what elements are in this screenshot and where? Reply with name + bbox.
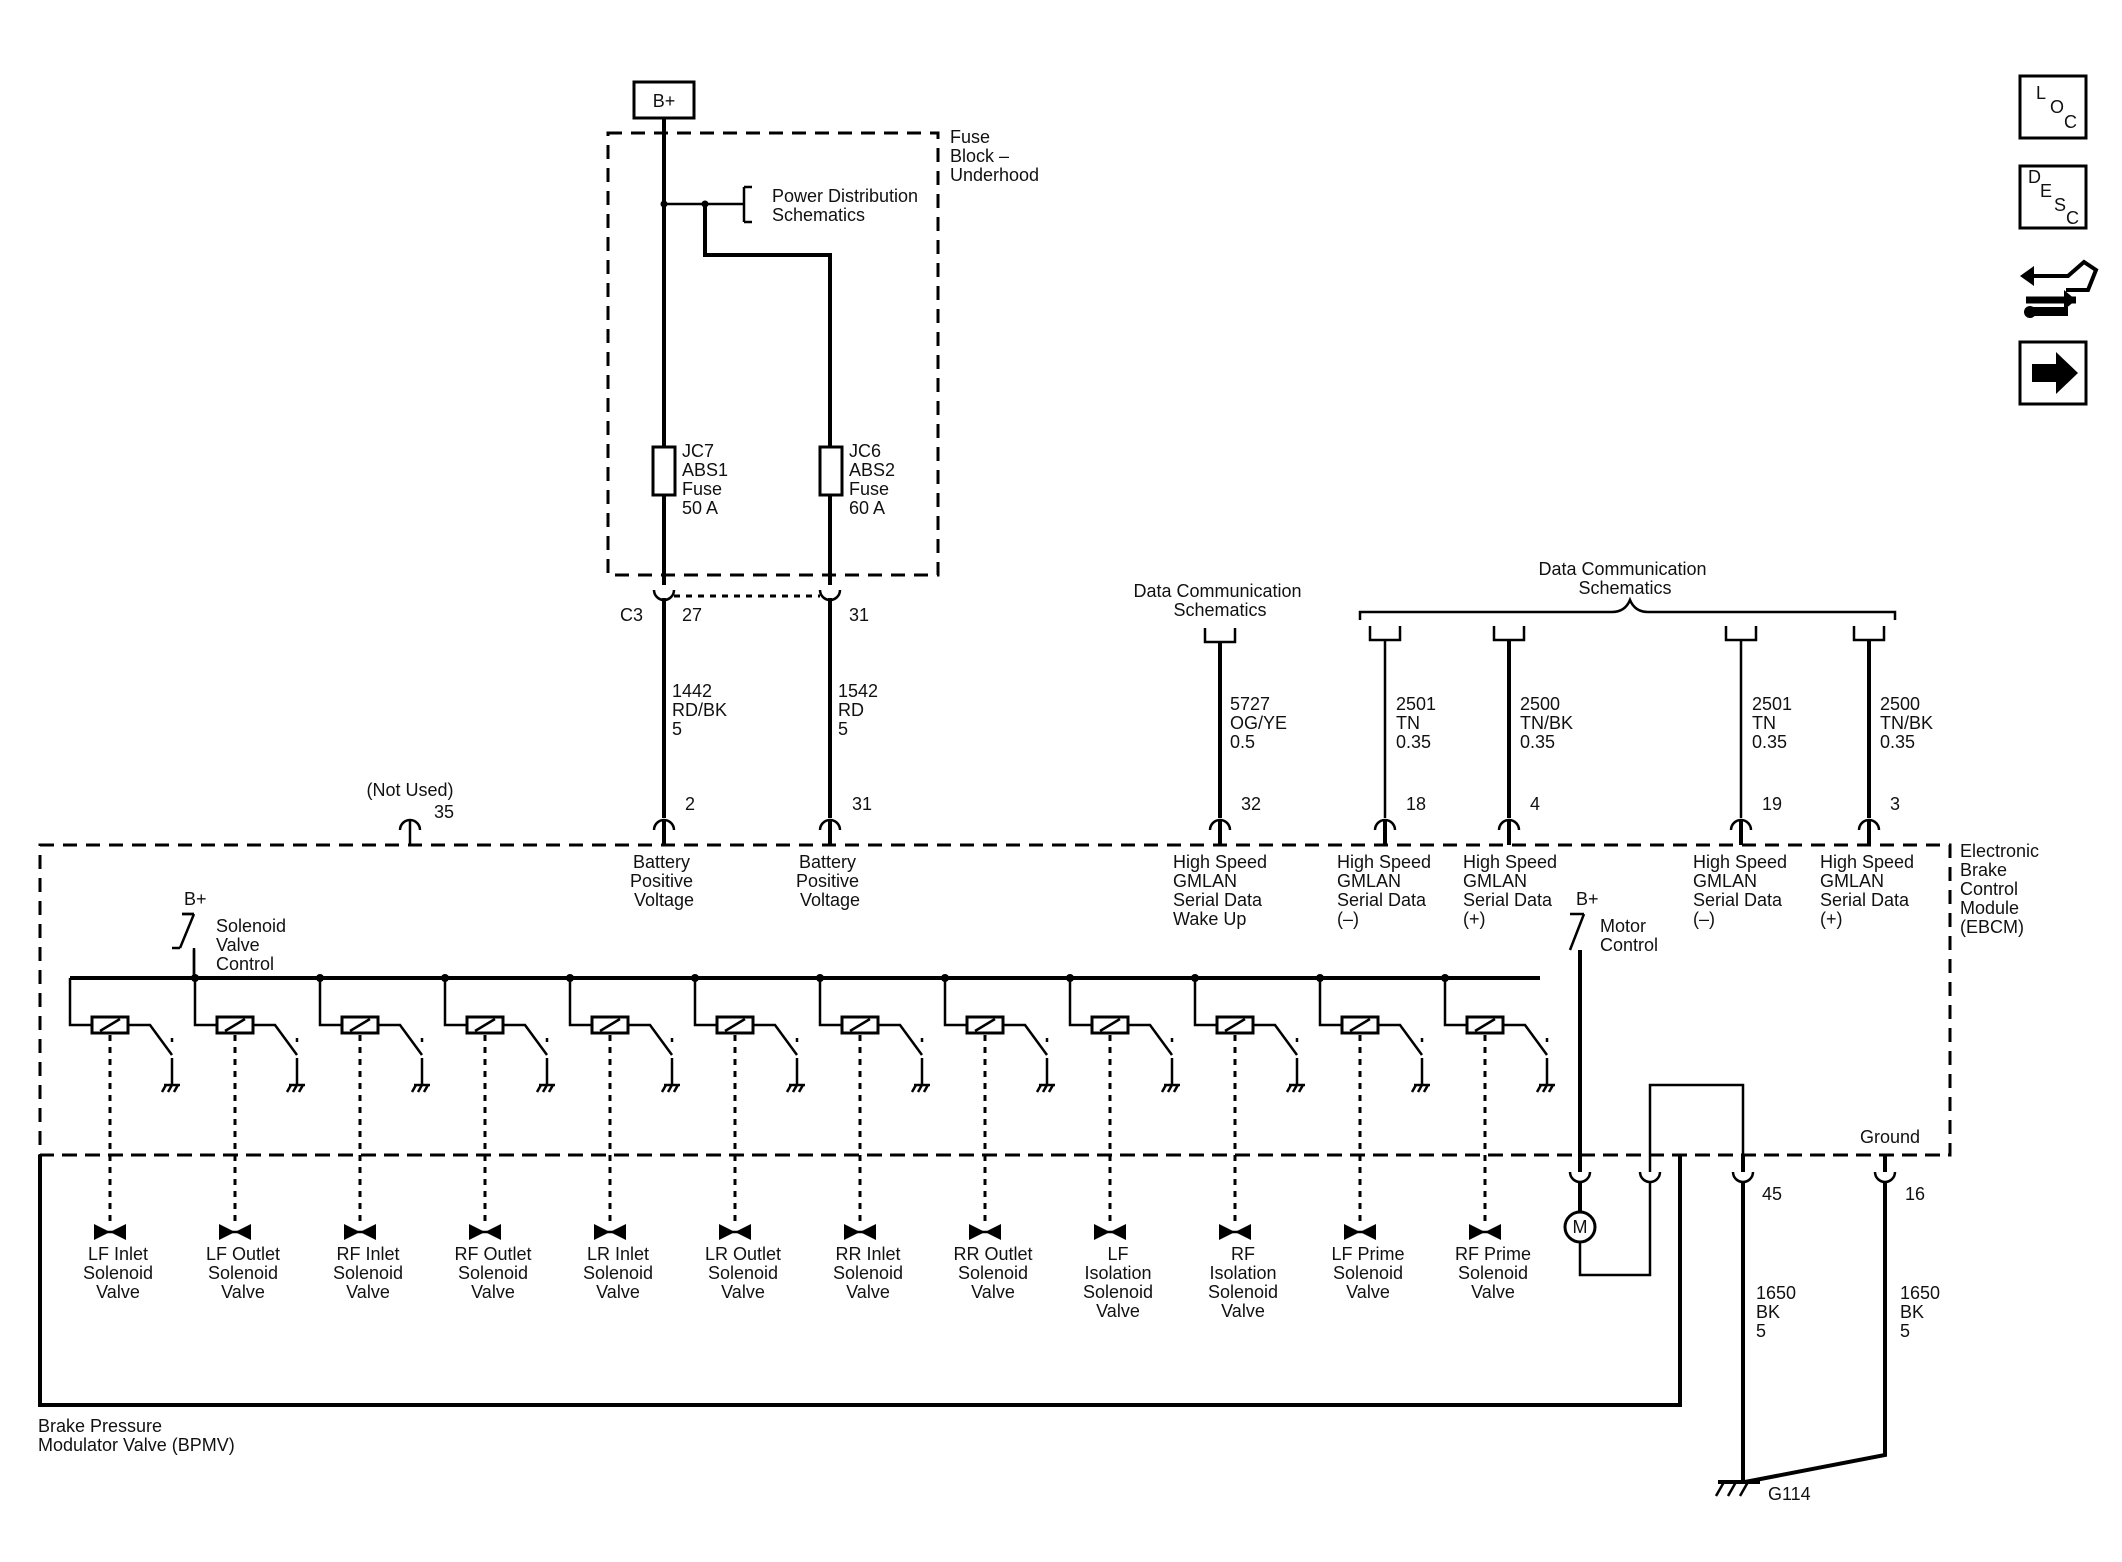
power-distribution-link[interactable]: Power Distribution Schematics xyxy=(772,186,923,225)
gmlan-serial-label-2: High Speed GMLAN Serial Data (+) xyxy=(1463,852,1562,929)
gmlan-serial-label-1: High Speed GMLAN Serial Data (–) xyxy=(1337,852,1436,929)
motor-symbol-label: M xyxy=(1573,1217,1588,1237)
pin-18: 18 xyxy=(1406,794,1426,814)
bpmv-outline xyxy=(38,1155,1682,1407)
svg-text:D: D xyxy=(2028,167,2041,187)
connector-end-view-icon[interactable] xyxy=(2020,259,2099,318)
wire-1650-b xyxy=(1744,1182,1887,1484)
pin-4: 4 xyxy=(1530,794,1540,814)
svg-text:C: C xyxy=(2064,112,2077,132)
chassis-ground-icon xyxy=(1714,1480,1760,1497)
power-distribution-bracket xyxy=(742,185,752,224)
ebcm-label: Electronic Brake Control Module (EBCM) xyxy=(1960,841,2044,937)
abs2-feed-wire xyxy=(703,204,832,585)
wire-1650-a xyxy=(1740,1182,1745,1484)
svg-text:E: E xyxy=(2040,181,2052,201)
solenoid-b-plus: B+ xyxy=(184,889,207,909)
pin-31: 31 xyxy=(852,794,872,814)
svg-text:S: S xyxy=(2054,195,2066,215)
not-used-label: (Not Used) xyxy=(366,780,453,800)
pin-27: 27 xyxy=(682,605,702,625)
battery-positive-label-1: Battery Positive Voltage xyxy=(630,852,698,910)
gmlan-wake-label: High Speed GMLAN Serial Data Wake Up xyxy=(1173,852,1272,929)
wire-5727-label: 5727 OG/YE 0.5 xyxy=(1230,694,1292,752)
ebcm-outline xyxy=(38,843,1952,1157)
data-comm-link-left[interactable]: Data Communication Schematics xyxy=(1133,581,1306,620)
wire-2501-b-label: 2501 TN 0.35 xyxy=(1752,694,1797,752)
pin-3: 3 xyxy=(1890,794,1900,814)
wire-1650-b-label: 1650 BK 5 xyxy=(1900,1283,1945,1341)
pin-2: 2 xyxy=(685,794,695,814)
fuse-jc7-label: JC7 ABS1 Fuse 50 A xyxy=(682,441,733,518)
fuse-jc6 xyxy=(818,445,844,497)
wire-1650-a-label: 1650 BK 5 xyxy=(1756,1283,1801,1341)
ebcm-pins-top xyxy=(652,818,1881,845)
wire-2500-b-label: 2500 TN/BK 0.35 xyxy=(1880,694,1938,752)
data-comm-bracket xyxy=(1358,596,1897,620)
wire-2500-a-label: 2500 TN/BK 0.35 xyxy=(1520,694,1578,752)
svg-text:C: C xyxy=(2066,208,2079,228)
bpmv-label: Brake Pressure Modulator Valve (BPMV) xyxy=(38,1416,235,1455)
ebcm-pins-bottom xyxy=(1568,1155,1897,1184)
next-arrow-icon[interactable] xyxy=(2018,340,2088,406)
ground-g114-label: G114 xyxy=(1768,1484,1811,1504)
wire-1542-label: 1542 RD 5 xyxy=(838,681,883,739)
connector-c3-label: C3 xyxy=(620,605,643,625)
fuse-block-outline xyxy=(606,131,940,577)
pin-35: 35 xyxy=(434,802,454,822)
motor-b-plus: B+ xyxy=(1576,889,1599,909)
pin-32: 32 xyxy=(1241,794,1261,814)
solenoid-valve-control-label: Solenoid Valve Control xyxy=(216,916,291,974)
fuse-jc7 xyxy=(651,445,677,497)
pin-45: 45 xyxy=(1762,1184,1782,1204)
ground-label: Ground xyxy=(1860,1127,1920,1147)
location-icon[interactable]: L O C xyxy=(2018,74,2088,140)
data-comm-link-right[interactable]: Data Communication Schematics xyxy=(1538,559,1711,598)
svg-text:O: O xyxy=(2050,97,2064,117)
pin-31-c3: 31 xyxy=(849,605,869,625)
gmlan-serial-label-3: High Speed GMLAN Serial Data (–) xyxy=(1693,852,1792,929)
fuse-block-label: Fuse Block – Underhood xyxy=(950,127,1039,185)
b-plus-label: B+ xyxy=(653,91,676,111)
description-icon[interactable]: D E S C xyxy=(2018,164,2088,230)
gmlan-serial-label-4: High Speed GMLAN Serial Data (+) xyxy=(1820,852,1919,929)
svg-text:L: L xyxy=(2036,83,2046,103)
wire-1442-label: 1442 RD/BK 5 xyxy=(672,681,732,739)
motor-control-label: Motor Control xyxy=(1600,916,1658,955)
battery-positive-label-2: Battery Positive Voltage xyxy=(796,852,864,910)
ebcm-pin-35 xyxy=(398,818,422,845)
wire-2501-a-label: 2501 TN 0.35 xyxy=(1396,694,1441,752)
fuse-jc6-label: JC6 ABS2 Fuse 60 A xyxy=(849,441,900,518)
pin-19: 19 xyxy=(1762,794,1782,814)
pin-16: 16 xyxy=(1905,1184,1925,1204)
